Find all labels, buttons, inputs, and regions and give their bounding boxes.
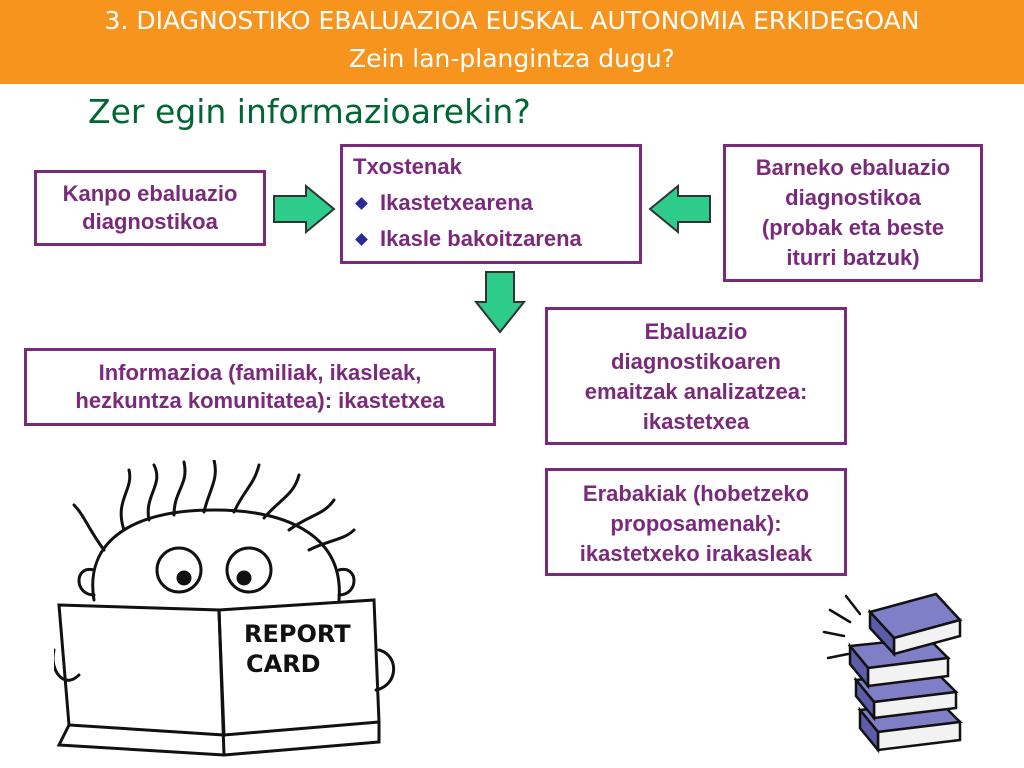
internal-line2: diagnostikoa xyxy=(785,185,921,210)
decisions-line1: Erabakiak (hobetzeko xyxy=(582,481,810,506)
report-item-label: Ikastetxearena xyxy=(380,190,533,215)
decisions-line3: ikastetxeko irakasleak xyxy=(579,541,813,566)
reports-box: Txostenak Ikastetxearena Ikasle bakoitza… xyxy=(340,144,642,264)
header-title: 3. DIAGNOSTIKO EBALUAZIOA EUSKAL AUTONOM… xyxy=(104,6,920,35)
analysis-line2: diagnostikoaren xyxy=(611,349,781,374)
reports-title: Txostenak xyxy=(353,154,462,179)
decisions-line2: proposamenak): xyxy=(610,511,782,536)
external-line1: Kanpo ebaluazio xyxy=(62,181,238,206)
internal-evaluation-box: Barneko ebaluazio diagnostikoa (probak e… xyxy=(723,144,983,282)
report-item-label: Ikasle bakoitzarena xyxy=(380,226,582,251)
arrow-down-icon xyxy=(474,271,526,334)
information-line1: Informazioa (familiak, ikasleak, xyxy=(98,360,422,385)
report-card-line1: REPORT xyxy=(244,620,351,648)
internal-line1: Barneko ebaluazio xyxy=(755,155,951,180)
report-card-line2: CARD xyxy=(246,650,321,678)
header-subtitle: Zein lan-plangintza dugu? xyxy=(349,44,675,73)
diamond-bullet-icon xyxy=(355,196,368,210)
header-banner: 3. DIAGNOSTIKO EBALUAZIOA EUSKAL AUTONOM… xyxy=(0,0,1024,84)
page-title: Zer egin informazioarekin? xyxy=(88,92,531,131)
external-line2: diagnostikoa xyxy=(82,209,218,234)
information-line2: hezkuntza komunitatea): ikastetxea xyxy=(75,388,445,413)
decisions-box: Erabakiak (hobetzeko proposamenak): ikas… xyxy=(545,468,847,576)
diamond-bullet-icon xyxy=(355,232,368,246)
external-evaluation-box: Kanpo ebaluazio diagnostikoa xyxy=(34,170,266,246)
analysis-line1: Ebaluazio xyxy=(644,319,748,344)
analysis-line3: emaitzak analizatzea: xyxy=(584,379,808,404)
analysis-line4: ikastetxea xyxy=(642,409,750,434)
kid-reading-report-card-illustration: REPORT CARD xyxy=(54,460,396,757)
arrow-left-icon xyxy=(648,184,711,234)
information-box: Informazioa (familiak, ikasleak, hezkunt… xyxy=(24,348,496,426)
books-stack-icon xyxy=(822,592,963,754)
report-item-school: Ikastetxearena xyxy=(353,189,639,217)
internal-line3: (probak eta beste xyxy=(761,215,945,240)
internal-line4: iturri batzuk) xyxy=(786,245,920,270)
analysis-box: Ebaluazio diagnostikoaren emaitzak anali… xyxy=(545,307,847,445)
report-item-student: Ikasle bakoitzarena xyxy=(353,225,639,253)
arrow-right-icon xyxy=(273,184,336,234)
